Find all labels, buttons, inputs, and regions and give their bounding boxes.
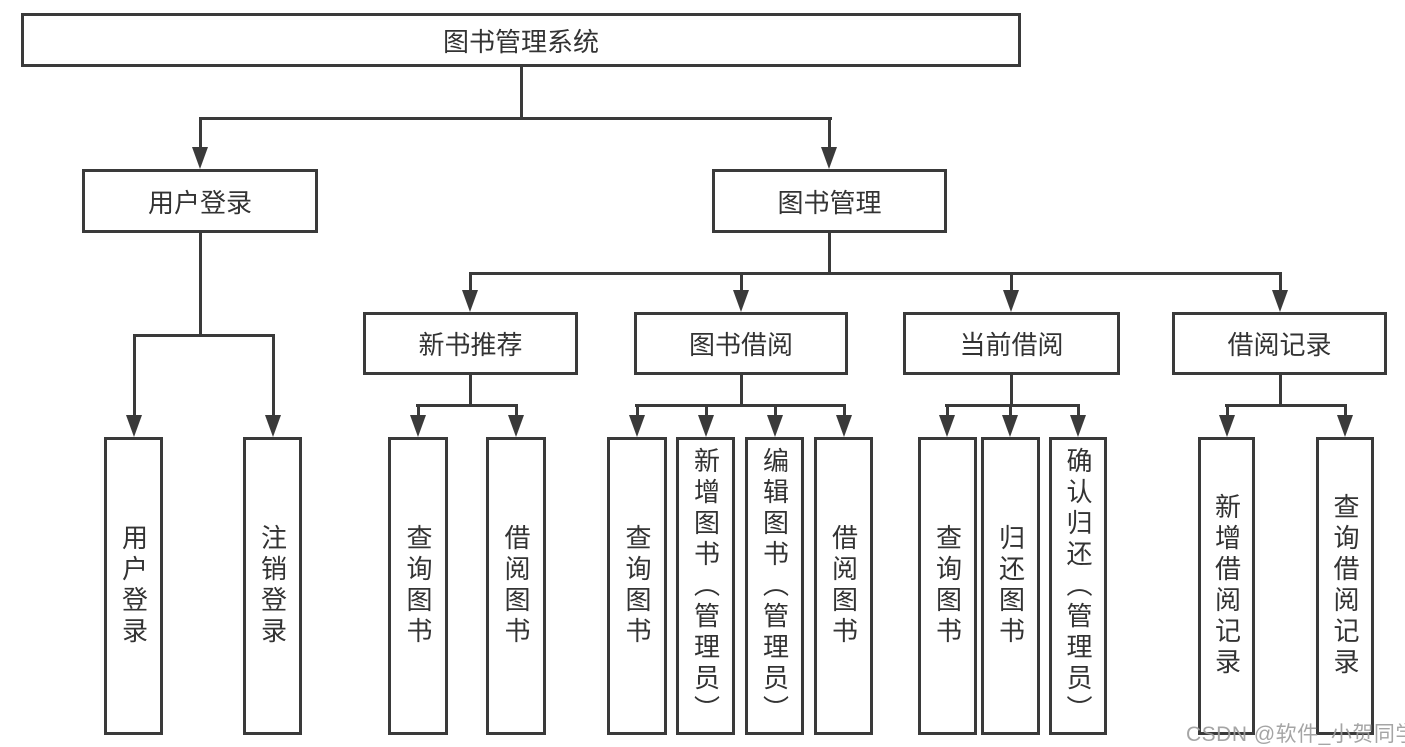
node-borrow-record: 借阅记录: [1172, 312, 1387, 375]
node-label: 当前借阅: [959, 330, 1064, 360]
leaf-label: 归还图书: [995, 524, 1026, 648]
node-user-login: 用户登录: [82, 169, 318, 233]
csdn-watermark: CSDN @软件_小贺同学: [1186, 723, 1405, 746]
leaf-add-borrow-record: 新增借阅记录: [1198, 437, 1255, 735]
arrow-down-icon: [1003, 290, 1019, 312]
connector-line: [199, 117, 202, 148]
leaf-borrow-book: 借阅图书: [814, 437, 873, 735]
connector-line: [828, 117, 831, 148]
node-label: 新书推荐: [418, 330, 523, 360]
connector-line: [635, 404, 846, 407]
arrow-down-icon: [939, 415, 955, 437]
connector-line: [1010, 375, 1013, 405]
arrow-down-icon: [265, 415, 281, 437]
connector-line: [774, 404, 777, 418]
connector-line: [705, 404, 708, 418]
leaf-label: 注销登录: [257, 524, 288, 648]
arrow-down-icon: [508, 415, 524, 437]
leaf-edit-book-admin: 编辑图书（管理员）: [745, 437, 804, 735]
arrow-down-icon: [1272, 290, 1288, 312]
connector-line: [1279, 375, 1282, 405]
leaf-label: 查询图书: [403, 524, 433, 648]
arrow-down-icon: [410, 415, 426, 437]
connector-line: [1226, 404, 1229, 418]
leaf-label: 查询图书: [932, 524, 963, 648]
node-new-book-recommend: 新书推荐: [363, 312, 578, 375]
connector-line: [417, 404, 420, 418]
arrow-down-icon: [1337, 415, 1353, 437]
leaf-label: 查询借阅记录: [1330, 493, 1360, 679]
connector-line: [469, 272, 1282, 275]
connector-line: [1225, 404, 1347, 407]
arrow-down-icon: [126, 415, 142, 437]
connector-line: [515, 404, 518, 418]
arrow-down-icon: [462, 290, 478, 312]
connector-line: [416, 404, 518, 407]
connector-line: [843, 404, 846, 418]
connector-line: [1344, 404, 1347, 418]
leaf-label: 借阅图书: [828, 524, 859, 648]
node-book-management: 图书管理: [712, 169, 947, 233]
node-label: 图书管理系统: [442, 26, 599, 57]
leaf-logout-login: 注销登录: [243, 437, 302, 735]
arrow-down-icon: [1219, 415, 1235, 437]
connector-line: [520, 67, 523, 118]
connector-line: [469, 272, 472, 292]
connector-line: [1009, 404, 1012, 418]
node-book-borrow: 图书借阅: [634, 312, 848, 375]
node-library-management-system: 图书管理系统: [21, 13, 1021, 67]
node-label: 图书管理: [777, 187, 882, 218]
connector-line: [469, 375, 472, 405]
leaf-query-book-current: 查询图书: [918, 437, 977, 735]
node-label: 图书借阅: [688, 330, 793, 360]
leaf-label: 编辑图书（管理员）: [759, 446, 790, 726]
leaf-confirm-return-admin: 确认归还（管理员）: [1049, 437, 1107, 735]
leaf-query-book-recommend: 查询图书: [388, 437, 448, 735]
arrow-down-icon: [1002, 415, 1018, 437]
arrow-down-icon: [629, 415, 645, 437]
connector-line: [945, 404, 1080, 407]
leaf-label: 新增图书（管理员）: [690, 446, 721, 726]
leaf-label: 确认归还（管理员）: [1063, 446, 1093, 726]
connector-line: [946, 404, 949, 418]
connector-line: [828, 233, 831, 275]
connector-line: [272, 334, 275, 416]
connector-line: [133, 334, 136, 416]
connector-line: [1279, 272, 1282, 292]
node-label: 用户登录: [147, 187, 252, 218]
leaf-return-book: 归还图书: [981, 437, 1040, 735]
connector-line: [199, 233, 202, 337]
leaf-label: 新增借阅记录: [1211, 493, 1242, 679]
node-current-borrow: 当前借阅: [903, 312, 1120, 375]
arrow-down-icon: [1070, 415, 1086, 437]
arrow-down-icon: [698, 415, 714, 437]
leaf-add-book-admin: 新增图书（管理员）: [676, 437, 735, 735]
connector-line: [740, 272, 743, 292]
arrow-down-icon: [192, 147, 208, 169]
connector-line: [133, 334, 275, 337]
leaf-user-login: 用户登录: [104, 437, 163, 735]
connector-line: [636, 404, 639, 418]
arrow-down-icon: [836, 415, 852, 437]
arrow-down-icon: [733, 290, 749, 312]
connector-line: [199, 117, 832, 120]
leaf-borrow-book-recommend: 借阅图书: [486, 437, 546, 735]
arrow-down-icon: [767, 415, 783, 437]
leaf-query-book-borrow: 查询图书: [607, 437, 667, 735]
leaf-label: 借阅图书: [501, 524, 531, 648]
leaf-label: 查询图书: [622, 524, 652, 648]
connector-line: [740, 375, 743, 405]
connector-line: [1010, 272, 1013, 292]
connector-line: [1077, 404, 1080, 418]
arrow-down-icon: [821, 147, 837, 169]
leaf-query-borrow-record: 查询借阅记录: [1316, 437, 1374, 735]
leaf-label: 用户登录: [118, 524, 149, 648]
node-label: 借阅记录: [1227, 330, 1332, 360]
